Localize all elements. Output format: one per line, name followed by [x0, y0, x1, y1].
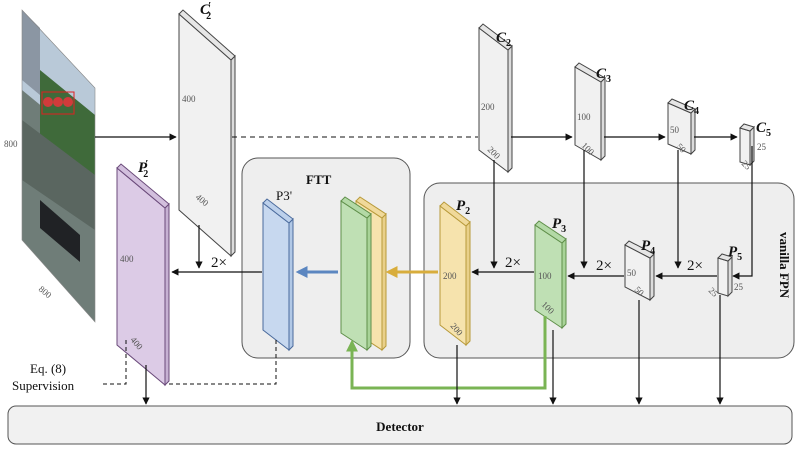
input-dim-left: 800	[4, 139, 18, 149]
input-image	[21, 9, 96, 323]
upsample-label-1: 2×	[211, 255, 227, 271]
detector-label: Detector	[376, 419, 424, 434]
c4-dim-h: 50	[670, 125, 680, 135]
p2-prime-dim-h: 400	[120, 254, 134, 264]
p4-block	[624, 240, 655, 302]
c2-label: C2	[496, 30, 511, 49]
c3-dim-h: 100	[577, 112, 591, 122]
c5-dim-h: 25	[757, 142, 767, 152]
c5-block	[739, 123, 755, 167]
p3-dim-h: 100	[538, 271, 552, 281]
c2-dim-h: 200	[481, 102, 495, 112]
upsample-label-3: 2×	[596, 258, 612, 274]
p3-block	[534, 220, 567, 330]
p4-label: P4	[641, 238, 655, 257]
detector-box	[7, 405, 793, 445]
vanilla-fpn-label: vanilla FPN	[777, 232, 792, 299]
supervision-label: Supervision	[12, 378, 75, 393]
c2-prime-label: C′2	[200, 0, 211, 22]
input-dim-bottom: 800	[37, 284, 54, 301]
p5-block	[717, 253, 733, 298]
c2-prime-dim-h: 400	[182, 94, 196, 104]
c2-block	[478, 23, 513, 174]
supervision-dashed-right	[166, 340, 277, 385]
p3-to-ftt-green-arrow	[346, 316, 547, 390]
p5-label: P5	[728, 244, 742, 263]
c2-prime-block	[178, 9, 236, 258]
p2-block	[439, 201, 471, 347]
p3-prime-block	[262, 198, 294, 352]
p2-prime-block	[116, 163, 170, 387]
ftt-label: FTT	[306, 172, 332, 187]
p3-prime-label: P3'	[276, 188, 292, 203]
c5-label: C5	[756, 120, 771, 139]
upsample-label-2: 2×	[505, 255, 521, 271]
upsample-label-4: 2×	[687, 258, 703, 274]
c4-block	[667, 98, 696, 156]
c3-label: C3	[596, 66, 611, 85]
c3-block	[574, 62, 606, 162]
p4-dim-h: 50	[627, 268, 637, 278]
p2-label: P2	[456, 198, 470, 217]
c5-down-arrow	[732, 146, 753, 280]
c4-label: C4	[684, 98, 699, 117]
eq-label: Eq. (8)	[30, 361, 66, 376]
supervision-dashed-left	[100, 340, 127, 385]
p3-label: P3	[552, 216, 566, 235]
p2-dim-h: 200	[443, 271, 457, 281]
p5-dim-h: 25	[734, 282, 744, 292]
ftt-green-block	[340, 196, 372, 352]
p2-prime-label: P′2	[138, 158, 148, 180]
